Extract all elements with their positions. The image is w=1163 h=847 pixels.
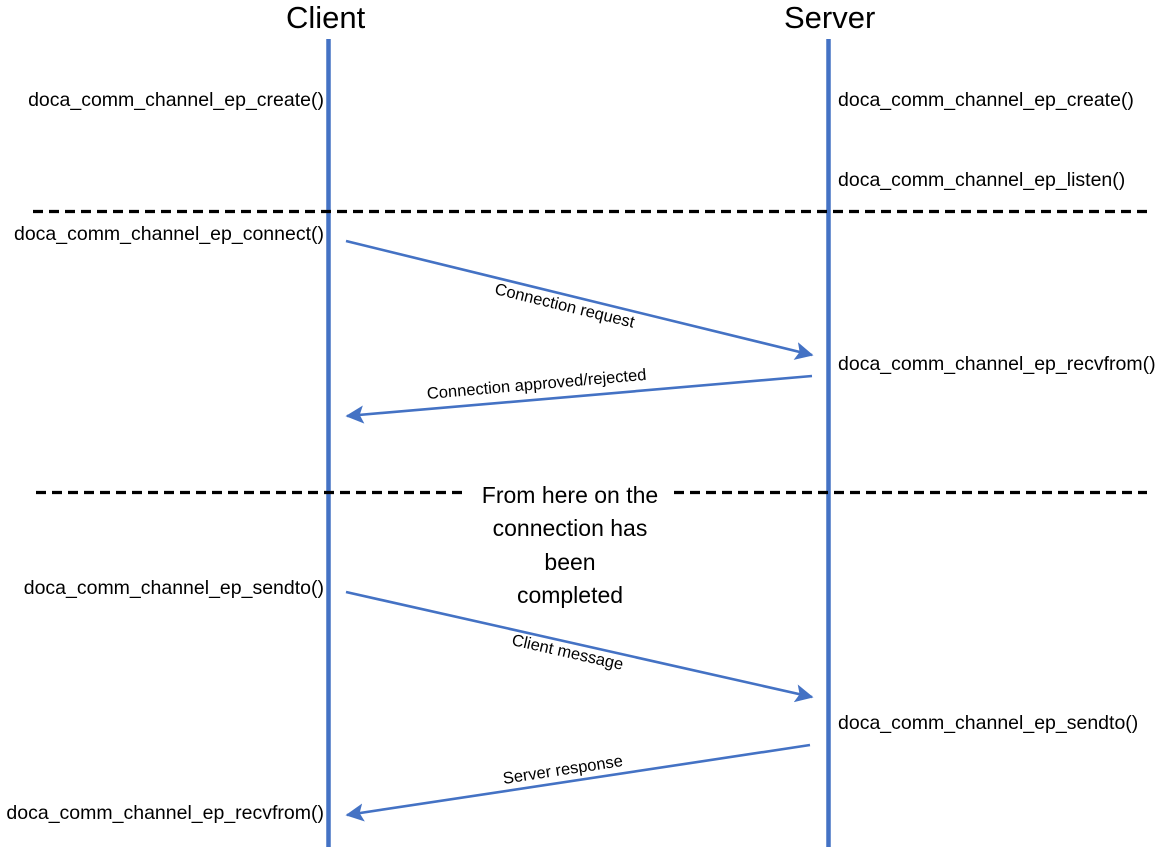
note-line-3: completed xyxy=(516,582,624,609)
client-call-connect: doca_comm_channel_ep_connect() xyxy=(13,223,324,245)
actor-title-server: Server xyxy=(784,0,876,35)
connection-complete-note: From here on the connection has been com… xyxy=(464,479,676,612)
arrow-client-message xyxy=(345,590,814,703)
server-call-create: doca_comm_channel_ep_create() xyxy=(838,89,1134,111)
client-call-recvfrom: doca_comm_channel_ep_recvfrom() xyxy=(6,802,324,824)
note-line-2: connection has been xyxy=(492,515,648,575)
server-call-listen: doca_comm_channel_ep_listen() xyxy=(838,169,1126,191)
arrow-server-response xyxy=(345,743,811,822)
client-call-create: doca_comm_channel_ep_create() xyxy=(28,89,324,111)
arrow-connection-request xyxy=(345,239,814,360)
note-line-1: From here on the xyxy=(481,482,659,508)
server-call-recvfrom: doca_comm_channel_ep_recvfrom() xyxy=(838,353,1156,375)
arrow-connection-approved-rejected xyxy=(345,374,813,424)
actor-title-client: Client xyxy=(286,0,366,35)
server-call-sendto: doca_comm_channel_ep_sendto() xyxy=(838,712,1139,734)
client-call-sendto: doca_comm_channel_ep_sendto() xyxy=(23,577,324,599)
